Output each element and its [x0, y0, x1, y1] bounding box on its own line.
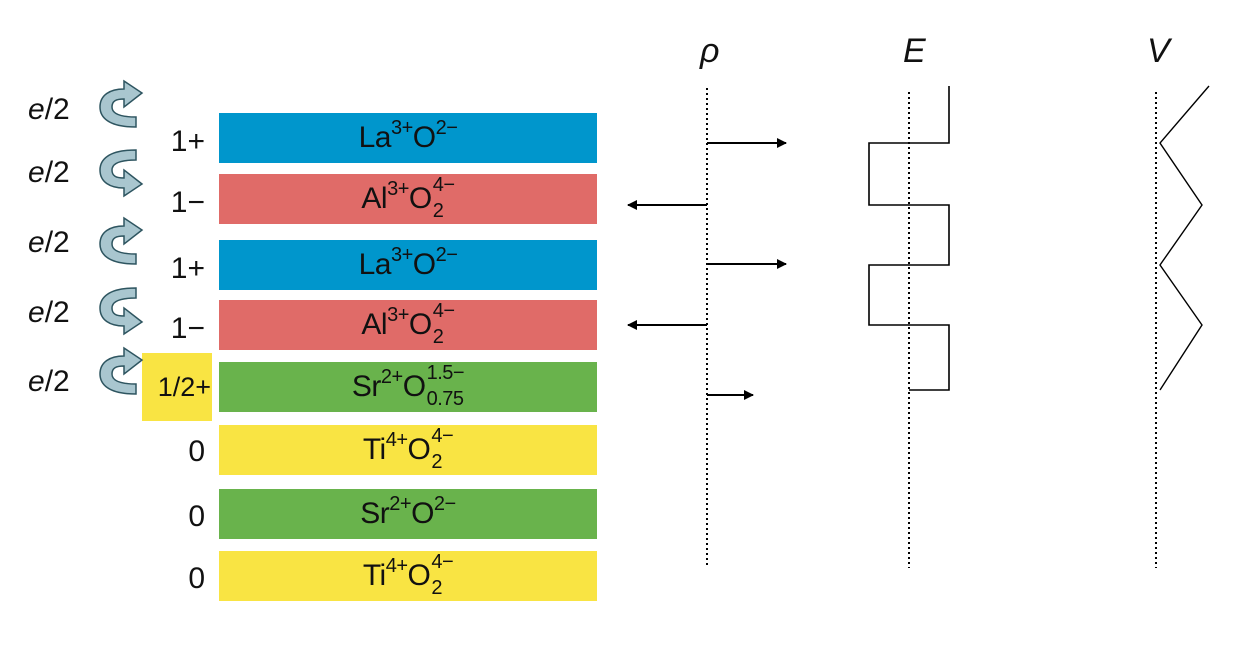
layer-net-charge: 0	[188, 435, 205, 468]
anion-symbol: O	[407, 559, 431, 592]
anion-subscript: 2	[431, 451, 442, 473]
anion-charge: 4−	[432, 300, 455, 322]
cation-symbol: Al	[361, 182, 388, 215]
electron-half-label: e/2	[28, 156, 70, 190]
anion-symbol: O	[408, 308, 432, 341]
anion-symbol: O	[402, 370, 426, 403]
e-field-header: E	[903, 32, 926, 70]
potential-header: V	[1147, 32, 1170, 70]
anion-symbol: O	[412, 248, 436, 281]
rho-header: ρ	[700, 32, 720, 70]
electron-symbol: e	[28, 93, 45, 126]
anion-subscript: 2	[431, 577, 442, 599]
cation-symbol: Sr	[360, 497, 390, 530]
layer-net-charge: 0	[188, 562, 205, 595]
cation-symbol: Sr	[351, 370, 382, 403]
anion-charge: 4−	[432, 174, 455, 196]
cation-symbol: Ti	[362, 433, 386, 466]
anion-charge: 1.5−	[426, 362, 465, 384]
electron-fraction: /2	[44, 226, 70, 259]
electron-fraction: /2	[44, 296, 70, 329]
cation-symbol: Al	[361, 308, 388, 341]
layer-net-charge: 1+	[170, 125, 205, 158]
potential-profile	[1159, 85, 1210, 391]
curved-transfer-arrow-icon	[99, 346, 144, 395]
anion-subscript: 2	[432, 200, 444, 222]
cation-symbol: La	[358, 121, 392, 154]
anion-symbol: O	[412, 121, 436, 154]
curved-transfer-arrow-icon	[99, 79, 144, 128]
curved-transfer-arrow-icon	[99, 216, 144, 265]
layer-net-charge: 1+	[170, 252, 205, 285]
anion-charge: 4−	[431, 551, 454, 573]
layer-net-charge: 0	[188, 500, 205, 533]
electron-fraction: /2	[44, 93, 70, 126]
layer-net-charge: 1−	[170, 186, 205, 219]
electron-symbol: e	[28, 156, 45, 189]
electron-half-label: e/2	[28, 93, 70, 127]
anion-subscript: 2	[432, 326, 444, 348]
electron-symbol: e	[28, 226, 45, 259]
half-charge-highlight	[142, 353, 212, 421]
electron-fraction: /2	[44, 156, 70, 189]
electron-fraction: /2	[44, 365, 70, 398]
cation-symbol: La	[358, 248, 392, 281]
curved-transfer-arrow-icon	[99, 149, 144, 198]
electron-half-label: e/2	[28, 365, 70, 399]
electron-half-label: e/2	[28, 296, 70, 330]
electron-symbol: e	[28, 365, 45, 398]
layer-net-charge: 1−	[170, 312, 205, 345]
anion-symbol: O	[411, 497, 434, 530]
electron-symbol: e	[28, 296, 45, 329]
anion-charge: 4−	[431, 425, 454, 447]
electron-half-label: e/2	[28, 226, 70, 260]
anion-symbol: O	[407, 433, 431, 466]
layer-net-charge: 1/2+	[157, 372, 211, 402]
anion-subscript: 0.75	[426, 388, 464, 410]
cation-symbol: Ti	[362, 559, 386, 592]
anion-symbol: O	[408, 182, 432, 215]
curved-transfer-arrow-icon	[99, 287, 144, 336]
e-field-profile	[868, 86, 950, 391]
